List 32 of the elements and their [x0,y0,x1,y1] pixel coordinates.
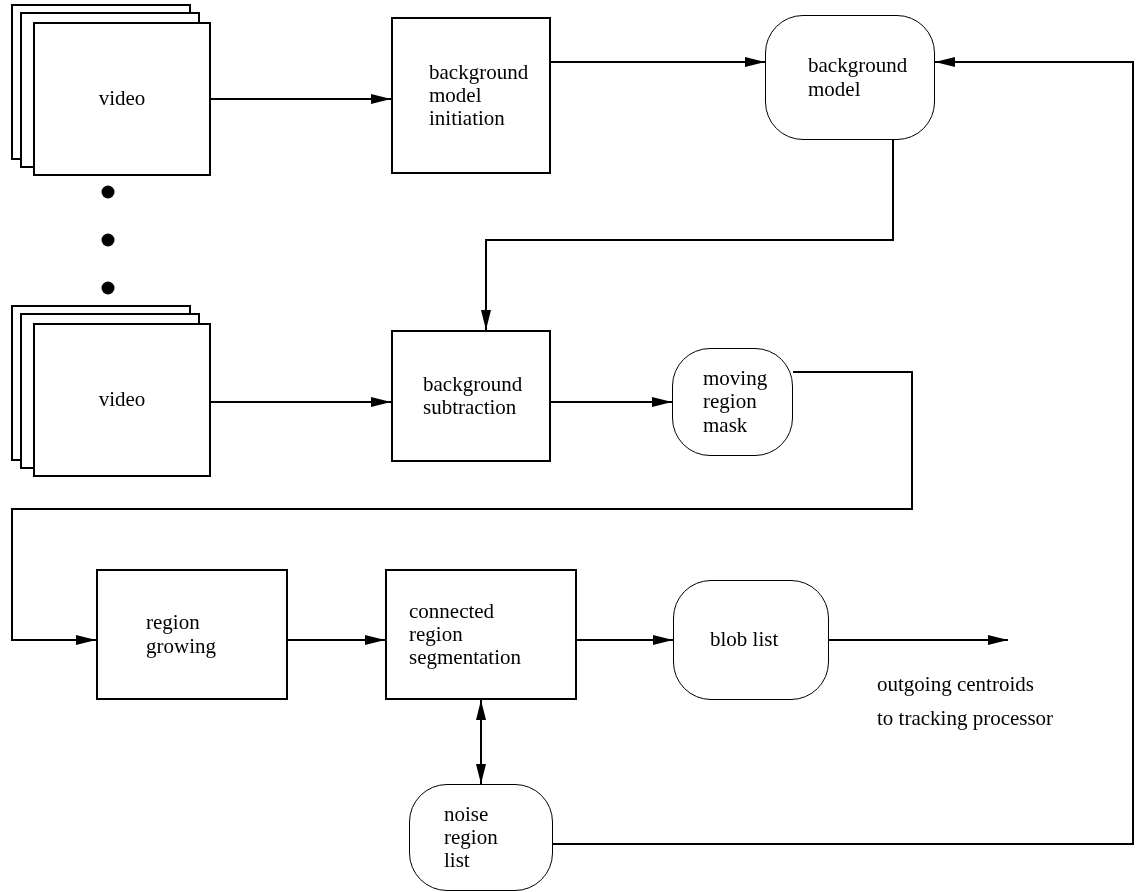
node-label: region growing [146,611,217,658]
rounded-box [409,784,553,891]
process-box [385,569,577,700]
process-box [96,569,288,700]
arrow [476,699,486,785]
arrow [576,635,674,645]
arrow [481,139,894,331]
arrow [210,94,392,104]
annotation-text: outgoing centroids to tracking processor [877,671,1055,732]
node-label: video [98,87,146,111]
rounded-box [672,348,793,456]
arrow [550,397,673,407]
process-box [391,17,551,174]
arrow [550,57,766,67]
node-label: noise region list [444,802,499,873]
video-sheet [33,323,211,477]
node-label: background model initiation [429,60,530,131]
rounded-box [673,580,829,700]
arrow [828,635,1009,645]
node-label: connected region segmentation [409,599,522,670]
arrow [11,371,913,645]
rounded-box [765,15,935,140]
arrow [552,57,1134,845]
arrow [287,635,386,645]
arrow [210,397,392,407]
node-label: blob list [710,628,779,652]
node-label: video [98,388,146,412]
video-sheet [33,22,211,176]
node-label: background model [808,54,909,101]
node-label: background subtraction [423,372,524,420]
node-label: moving region mask [703,367,769,437]
process-box [391,330,551,462]
